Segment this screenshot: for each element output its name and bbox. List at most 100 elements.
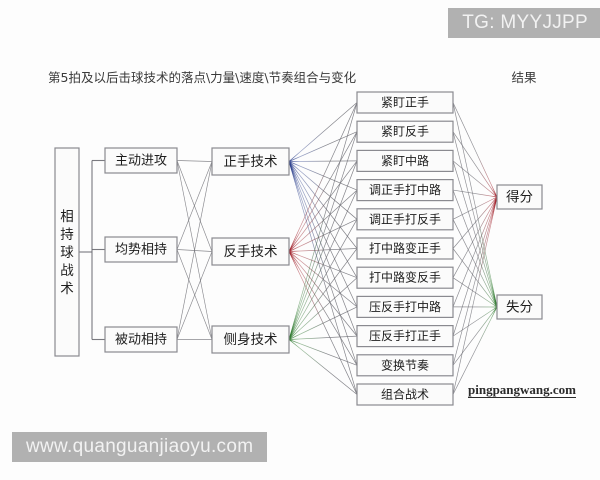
link-t9-to-win-point: [452, 196, 498, 337]
link-forehand-to-t5: [288, 161, 358, 220]
link-t10-to-lose-point: [452, 306, 498, 366]
situation-node-active-attack-label: 主动进攻: [115, 154, 167, 169]
link-forehand-to-t10: [288, 161, 358, 366]
tactic-node-t2: 紧盯反手: [356, 120, 454, 143]
link-backhand-to-t3: [288, 160, 358, 252]
situation-node-even-rally: 均势相持: [104, 236, 178, 263]
tactic-node-t1-label: 紧盯正手: [381, 96, 429, 110]
link-forehand-to-t9: [288, 161, 358, 337]
tactic-node-t10: 变换节奏: [356, 354, 454, 377]
link-pivot-to-t6: [288, 248, 358, 340]
link-forehand-to-t7: [288, 161, 358, 278]
root-node-label-char: 战: [60, 263, 74, 279]
tactic-node-t2-label: 紧盯反手: [381, 125, 429, 139]
links-technique-to-tactic: [288, 102, 358, 395]
link-backhand-to-t2: [288, 131, 358, 252]
technique-node-pivot-label: 侧身技术: [224, 332, 278, 348]
link-pivot-to-t9: [288, 335, 358, 340]
situation-node-passive-rally: 被动相持: [104, 326, 178, 353]
links-situation-to-technique: [79, 159, 213, 341]
link-backhand-to-t1: [288, 102, 358, 252]
link-pivot-to-t4: [288, 189, 358, 340]
result-node-lose-point-label: 失分: [506, 300, 533, 316]
link-t2-to-lose-point: [452, 131, 498, 308]
link-even-rally-to-pivot: [176, 249, 213, 340]
link-t9-to-lose-point: [452, 306, 498, 337]
technique-node-pivot: 侧身技术: [211, 325, 290, 354]
tactic-node-t3: 紧盯中路: [356, 149, 454, 172]
link-even-rally-to-forehand: [176, 161, 213, 250]
link-t6-to-win-point: [452, 196, 498, 249]
link-pivot-to-t8: [288, 306, 358, 340]
link-forehand-to-t2: [288, 131, 358, 162]
tactic-node-t9: 压反手打正手: [356, 325, 454, 348]
tactic-node-t10-label: 变换节奏: [381, 357, 429, 372]
tactic-node-t6: 打中路变正手: [356, 237, 454, 260]
link-pivot-to-t11: [288, 339, 358, 395]
root-node-label-char: 术: [60, 281, 74, 297]
tactic-node-t8: 压反手打中路: [356, 295, 454, 318]
link-t3-to-lose-point: [452, 160, 498, 308]
link-t5-to-win-point: [452, 196, 498, 220]
technique-node-backhand: 反手技术: [211, 237, 290, 266]
link-pivot-to-t2: [288, 131, 358, 340]
link-pivot-to-t3: [288, 160, 358, 340]
link-forehand-to-t8: [288, 161, 358, 308]
link-passive-rally-to-backhand: [176, 251, 213, 340]
tactic-node-t11: 组合战术: [356, 383, 454, 406]
link-t6-to-lose-point: [452, 248, 498, 308]
links-tactic-to-result: [452, 102, 498, 395]
link-t7-to-win-point: [452, 196, 498, 278]
link-pivot-to-t5: [288, 219, 358, 340]
link-t7-to-lose-point: [452, 277, 498, 308]
link-passive-rally-to-forehand: [176, 161, 213, 340]
technique-node-forehand: 正手技术: [211, 147, 290, 176]
watermark-site-inline-text: pingpangwang.com: [468, 382, 576, 398]
result-node-win-point-label: 得分: [506, 189, 533, 206]
title-left: 第5拍及以后击球技术的落点\力量\速度\节奏组合与变化: [48, 70, 357, 85]
result-node-lose-point: 失分: [496, 294, 543, 320]
tactic-node-t9-label: 压反手打正手: [369, 329, 441, 343]
tactic-node-t1: 紧盯正手: [356, 91, 454, 114]
root-node-label-char: 持: [60, 227, 74, 243]
link-t2-to-win-point: [452, 131, 498, 198]
tactic-node-t4-label: 调正手打中路: [369, 182, 441, 197]
link-forehand-to-t6: [288, 161, 358, 249]
link-pivot-to-t1: [288, 102, 358, 340]
link-t11-to-lose-point: [452, 306, 498, 395]
link-t10-to-win-point: [452, 196, 498, 366]
tactic-nodes: 紧盯正手紧盯反手紧盯中路调正手打中路调正手打反手打中路变正手打中路变反手压反手打…: [356, 91, 454, 406]
watermark-site-bottom: www.quanguanjiaoyu.com: [12, 432, 268, 462]
tactic-node-t7: 打中路变反手: [356, 266, 454, 289]
diagram-titles: 第5拍及以后击球技术的落点\力量\速度\节奏组合与变化 结果: [48, 70, 537, 85]
situation-node-active-attack: 主动进攻: [104, 147, 178, 174]
situation-node-passive-rally-label: 被动相持: [115, 333, 167, 348]
link-t8-to-win-point: [452, 196, 498, 308]
situation-node-even-rally-label: 均势相持: [115, 242, 167, 258]
watermark-site-inline: pingpangwang.com: [468, 382, 576, 398]
link-pivot-to-t7: [288, 277, 358, 340]
result-node-win-point: 得分: [496, 184, 543, 210]
technique-node-backhand-label: 反手技术: [224, 244, 278, 260]
watermark-telegram: TG: MYYJJPP: [448, 8, 600, 38]
tactic-node-t4: 调正手打中路: [356, 179, 454, 202]
title-right: 结果: [511, 70, 537, 85]
tactic-node-t11-label: 组合战术: [381, 387, 429, 402]
link-t1-to-win-point: [452, 102, 498, 198]
link-forehand-to-t4: [288, 161, 358, 191]
link-t4-to-lose-point: [452, 189, 498, 308]
link-t5-to-lose-point: [452, 219, 498, 308]
link-forehand-to-t11: [288, 161, 358, 395]
link-t3-to-win-point: [452, 160, 498, 198]
link-t11-to-win-point: [452, 196, 498, 395]
root-node-label-char: 相: [60, 209, 74, 225]
link-pivot-to-t10: [288, 339, 358, 366]
link-t1-to-lose-point: [452, 102, 498, 308]
tactic-node-t3-label: 紧盯中路: [381, 153, 429, 168]
